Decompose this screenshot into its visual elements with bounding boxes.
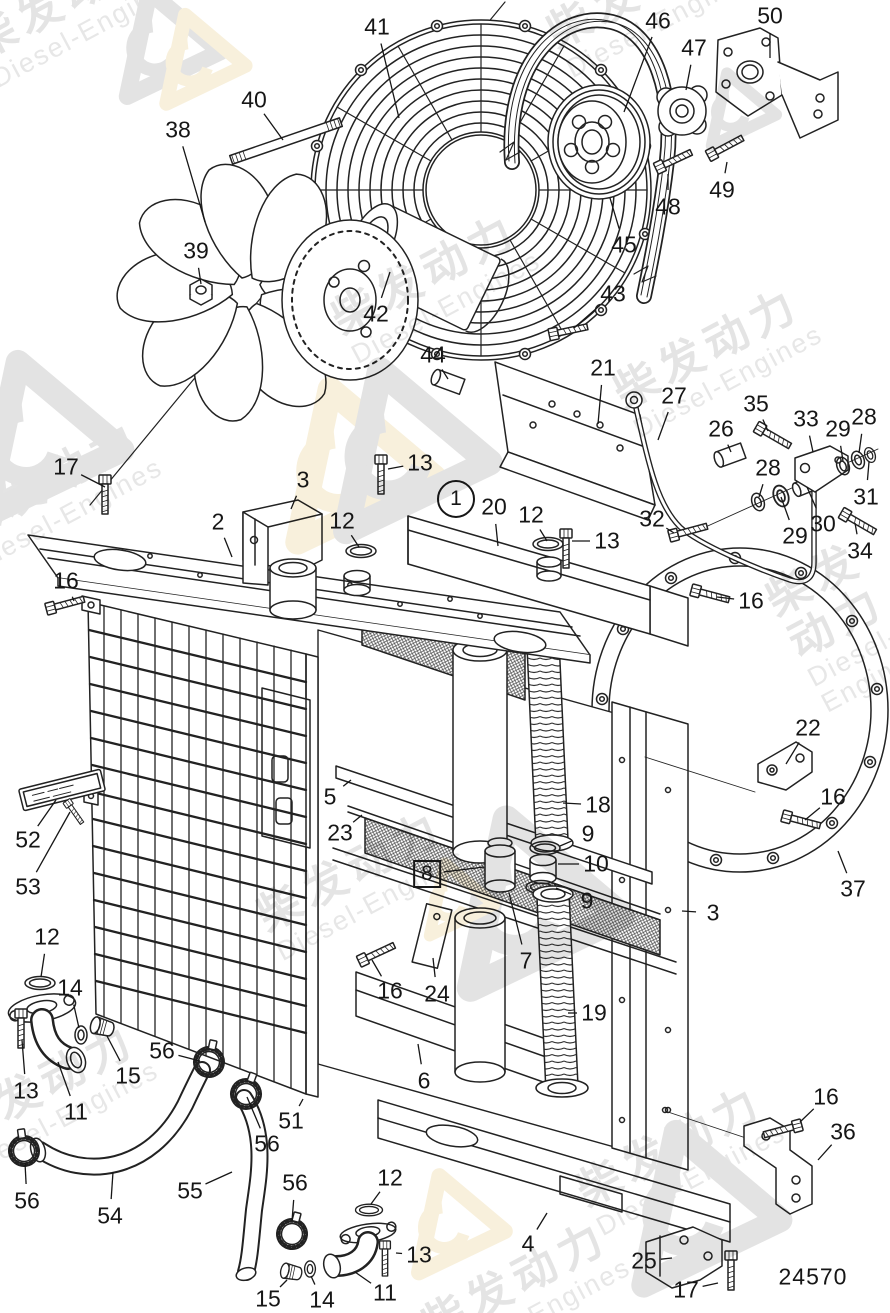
fan-hub <box>656 85 708 137</box>
figure-number: 24570 <box>778 1263 848 1290</box>
lower-pipe <box>454 907 506 1083</box>
fan-stud <box>228 117 344 165</box>
elbow-pipe-left <box>7 975 117 1074</box>
protective-grille <box>81 595 319 1098</box>
elbow-pipe-bottom <box>278 1203 397 1283</box>
radiator-hoses <box>4 1035 314 1282</box>
fan-bracket <box>715 27 839 139</box>
upper-pipe <box>452 638 508 864</box>
stay-rod <box>625 391 817 585</box>
air-baffle <box>494 361 656 521</box>
fan-nut <box>189 278 213 306</box>
bracket-fastener-cluster <box>667 420 879 543</box>
fan <box>112 163 419 429</box>
crankshaft-pulley <box>547 84 651 200</box>
